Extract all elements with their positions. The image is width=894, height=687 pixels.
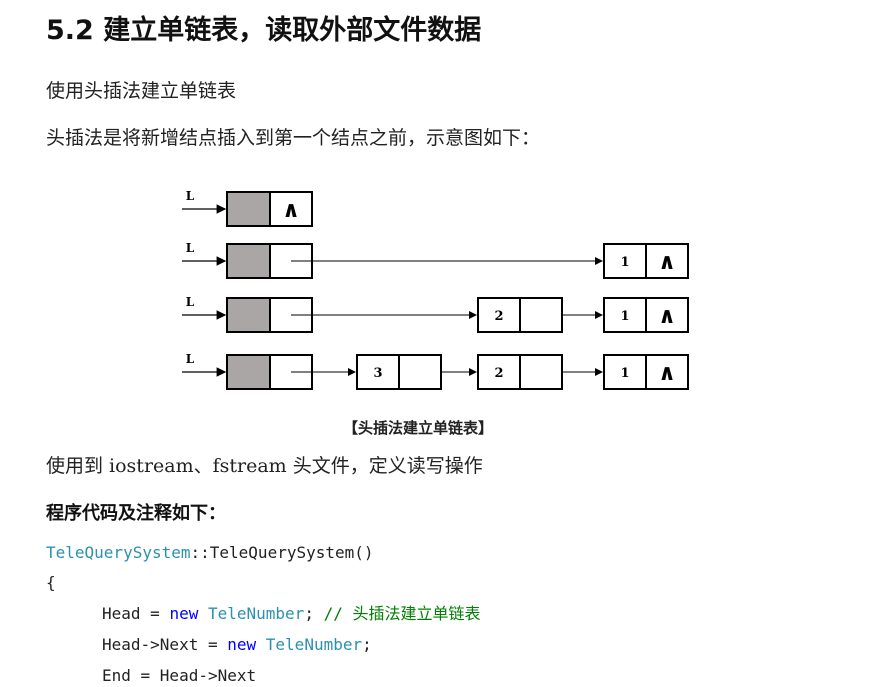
code-type: TeleNumber	[265, 635, 363, 654]
null-pointer-symbol: ∧	[658, 249, 676, 275]
code-heading: 程序代码及注释如下：	[46, 503, 226, 524]
code-class-name: TeleQuerySystem	[46, 543, 191, 562]
null-pointer-symbol: ∧	[658, 360, 676, 386]
node-value-label: 3	[373, 366, 382, 381]
code-line-1: TeleQuerySystem::TeleQuerySystem()	[46, 542, 374, 564]
node-data-cell	[603, 243, 647, 279]
node-value-label: 2	[494, 309, 503, 324]
node-value-label: 1	[620, 366, 629, 381]
code-keyword: new	[169, 604, 199, 623]
node-pointer-cell	[645, 297, 689, 333]
code-comment: // 头插法建立单链表	[323, 604, 481, 623]
code-assignment: Head->Next =	[102, 635, 228, 654]
node-pointer-cell	[645, 243, 689, 279]
node-pointer-cell	[519, 354, 563, 390]
code-line-5: End = Head->Next	[102, 666, 257, 685]
code-semicolon: ;	[304, 604, 324, 623]
code-line-2: {	[46, 573, 56, 592]
head-pointer-label: L	[186, 241, 195, 255]
null-pointer-symbol: ∧	[658, 303, 676, 329]
section-heading: 5.2 建立单链表，读取外部文件数据	[46, 15, 482, 46]
description-paragraph: 头插法是将新增结点插入到第一个结点之前，示意图如下：	[46, 127, 541, 149]
node-data-cell	[477, 354, 521, 390]
code-constructor: TeleQuerySystem()	[209, 543, 374, 562]
head-node-data-cell	[226, 191, 271, 227]
code-type: TeleNumber	[207, 604, 305, 623]
node-value-label: 1	[620, 255, 629, 270]
head-node-data-cell	[226, 354, 271, 390]
intro-paragraph: 使用头插法建立单链表	[46, 80, 237, 102]
code-scope-operator: ::	[190, 543, 210, 562]
node-pointer-cell	[398, 354, 442, 390]
node-value-label: 1	[620, 309, 629, 324]
null-pointer-symbol: ∧	[282, 197, 300, 223]
node-pointer-cell	[519, 297, 563, 333]
diagram-caption: 【头插法建立单链表】	[343, 419, 494, 437]
headers-paragraph: 使用到 iostream、fstream 头文件，定义读写操作	[46, 455, 483, 477]
head-node-data-cell	[226, 243, 271, 279]
node-pointer-cell	[645, 354, 689, 390]
code-keyword: new	[227, 635, 257, 654]
code-line-3: Head = new TeleNumber; // 头插法建立单链表	[102, 603, 480, 625]
node-value-label: 2	[494, 366, 503, 381]
head-node-pointer-cell	[269, 191, 313, 227]
code-semicolon: ;	[362, 635, 372, 654]
code-assignment: Head =	[102, 604, 170, 623]
linked-list-diagram: L ∧ L 1 ∧ L 2 1 ∧ L 3 2 1 ∧	[182, 189, 689, 390]
head-pointer-label: L	[186, 189, 195, 203]
head-node-data-cell	[226, 297, 271, 333]
head-pointer-label: L	[186, 352, 195, 366]
head-pointer-label: L	[186, 295, 195, 309]
code-line-4: Head->Next = new TeleNumber;	[102, 634, 372, 656]
